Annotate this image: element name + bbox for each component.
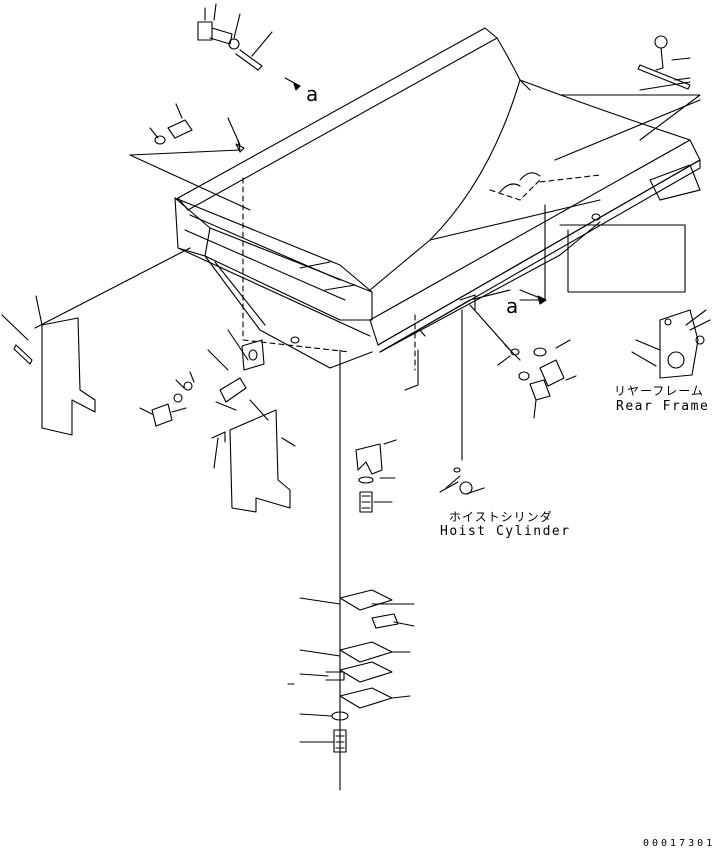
- hoist-cylinder-label-en: Hoist Cylinder: [440, 524, 571, 539]
- dump-body: [174, 27, 701, 371]
- view-arrow-middle: [519, 289, 547, 305]
- rear-frame-label-en: Rear Frame: [616, 399, 710, 414]
- rear-frame-bracket: [631, 309, 711, 379]
- shim-stack: [287, 589, 415, 753]
- bracket-group-left: [139, 329, 265, 427]
- hoist-cylinder-label-jp: ホイストシリンダ: [449, 510, 553, 524]
- center-mud-flap: [211, 399, 296, 513]
- guide-lines: [34, 94, 701, 791]
- top-bolt-group: [149, 3, 301, 153]
- document-number: 00017301: [643, 838, 716, 849]
- rear-frame-label-jp: リヤーフレーム: [614, 384, 704, 398]
- left-mud-flap: [1, 295, 96, 436]
- hoist-cylinder-hardware: [355, 439, 485, 513]
- top-right-pin: [637, 35, 691, 91]
- view-ref-label-upper: a: [306, 82, 319, 106]
- rear-frame-bolts: [497, 339, 577, 419]
- view-ref-label-middle: a: [506, 294, 519, 318]
